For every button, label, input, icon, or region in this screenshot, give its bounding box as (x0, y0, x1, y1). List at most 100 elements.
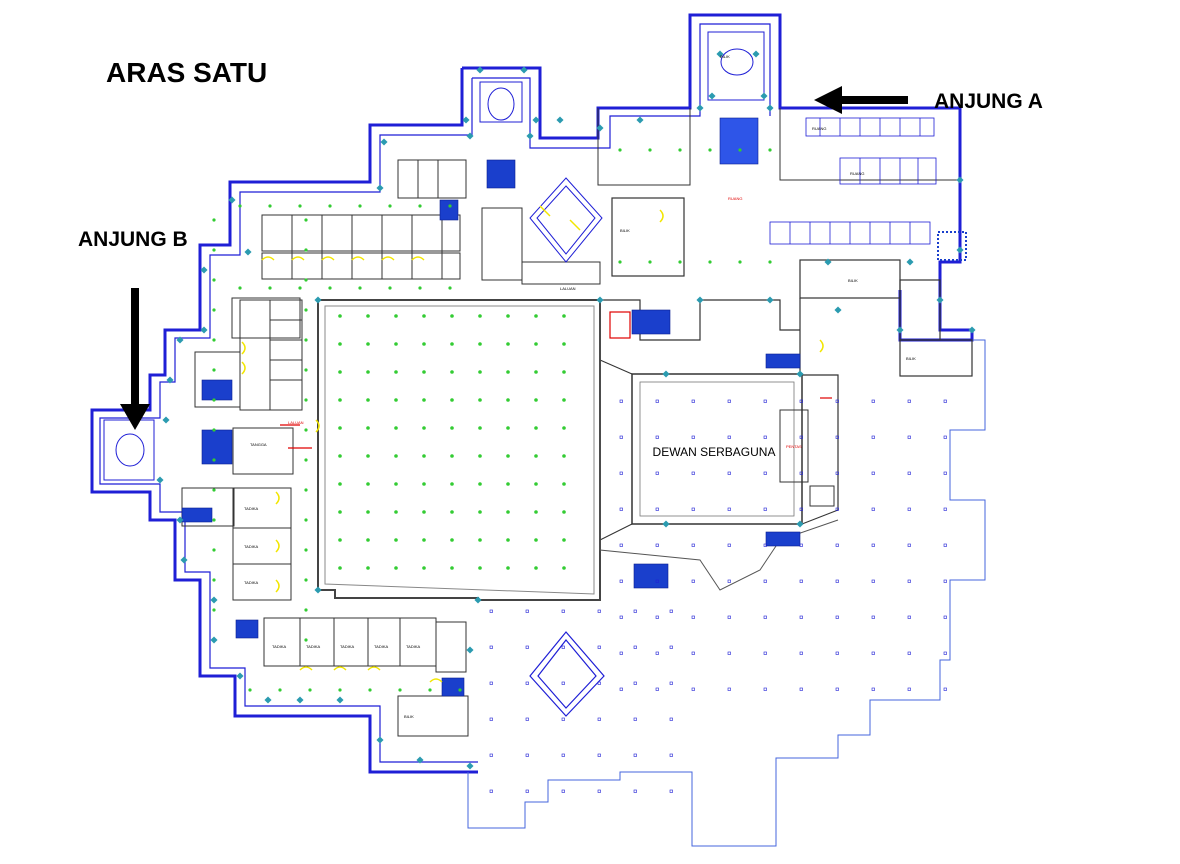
column-dot (506, 398, 510, 402)
column-dot (358, 204, 362, 208)
column-dot (212, 278, 216, 282)
column-dot (212, 458, 216, 462)
plaza-column (799, 399, 803, 403)
wall-marker (796, 370, 804, 378)
stair-tower-left (103, 419, 155, 481)
column-dot (562, 510, 566, 514)
diamond-courtyard (529, 177, 603, 263)
wall-marker (956, 246, 964, 254)
plaza-column (655, 615, 659, 619)
wall-marker (662, 520, 670, 528)
column-dot (534, 454, 538, 458)
column-dot (422, 566, 426, 570)
wall-marker (314, 586, 322, 594)
plaza-column (871, 435, 875, 439)
column-dot (212, 398, 216, 402)
svg-text:BILIK: BILIK (848, 278, 858, 283)
column-dot (338, 510, 342, 514)
plaza-column (489, 609, 493, 613)
column-dot (394, 342, 398, 346)
svg-text:TADIKA: TADIKA (244, 506, 258, 511)
plaza-column (655, 543, 659, 547)
wall-marker (244, 248, 252, 256)
column-dot (534, 566, 538, 570)
plaza-column (561, 609, 565, 613)
column-dot (678, 148, 682, 152)
column-dot (366, 538, 370, 542)
wall-marker (796, 520, 804, 528)
column-dot (708, 260, 712, 264)
column-dot (450, 482, 454, 486)
column-dot (304, 488, 308, 492)
column-dot (618, 148, 622, 152)
column-dot (562, 370, 566, 374)
column-dot (422, 538, 426, 542)
plaza-column (561, 645, 565, 649)
wall-marker (760, 92, 768, 100)
column-dot (338, 538, 342, 542)
plaza-column (691, 507, 695, 511)
column-dot (328, 204, 332, 208)
plaza-column (835, 615, 839, 619)
column-dot (338, 454, 342, 458)
plaza-column (907, 579, 911, 583)
plaza-column (907, 615, 911, 619)
wall-marker (416, 756, 424, 764)
column-dot (506, 370, 510, 374)
column-dot (304, 308, 308, 312)
plaza-column (727, 399, 731, 403)
column-dot (366, 510, 370, 514)
plaza-column (691, 579, 695, 583)
column-dot (506, 566, 510, 570)
plaza-column (489, 717, 493, 721)
plaza-column (799, 543, 803, 547)
column-dot (366, 314, 370, 318)
plaza-column (871, 579, 875, 583)
column-dot (478, 538, 482, 542)
column-dot (562, 538, 566, 542)
column-dot (448, 286, 452, 290)
plaza-diamond (529, 631, 605, 717)
column-dot (304, 428, 308, 432)
plaza-column (763, 399, 767, 403)
column-dot (358, 286, 362, 290)
column-dot (562, 566, 566, 570)
plaza-column (799, 471, 803, 475)
column-dot (648, 148, 652, 152)
svg-text:BILIK: BILIK (404, 714, 414, 719)
plaza-column (835, 579, 839, 583)
plaza-column (835, 435, 839, 439)
column-dot (388, 204, 392, 208)
plaza-column (907, 651, 911, 655)
plaza-column (727, 507, 731, 511)
plaza-column (871, 399, 875, 403)
column-dot (304, 218, 308, 222)
parking-bays (769, 117, 937, 245)
column-dot (450, 454, 454, 458)
svg-text:BILIK: BILIK (620, 228, 630, 233)
svg-text:TADIKA: TADIKA (406, 644, 420, 649)
plaza-column (655, 435, 659, 439)
plaza-column (597, 789, 601, 793)
plaza-column (799, 687, 803, 691)
column-dot (450, 566, 454, 570)
hatched-stair (937, 231, 967, 261)
wall-marker (336, 696, 344, 704)
column-dot (212, 578, 216, 582)
wall-marker (906, 258, 914, 266)
plaza-column (727, 543, 731, 547)
wall-markers (156, 50, 976, 770)
column-dot (534, 538, 538, 542)
svg-text:BILIK: BILIK (720, 54, 730, 59)
plaza-column (943, 435, 947, 439)
plaza-column (597, 645, 601, 649)
wall-marker (296, 696, 304, 704)
column-dot (506, 482, 510, 486)
plaza-column (655, 471, 659, 475)
column-dot (304, 398, 308, 402)
column-dot (304, 278, 308, 282)
plaza-column (633, 681, 637, 685)
svg-text:TADIKA: TADIKA (272, 644, 286, 649)
plaza-column (525, 609, 529, 613)
